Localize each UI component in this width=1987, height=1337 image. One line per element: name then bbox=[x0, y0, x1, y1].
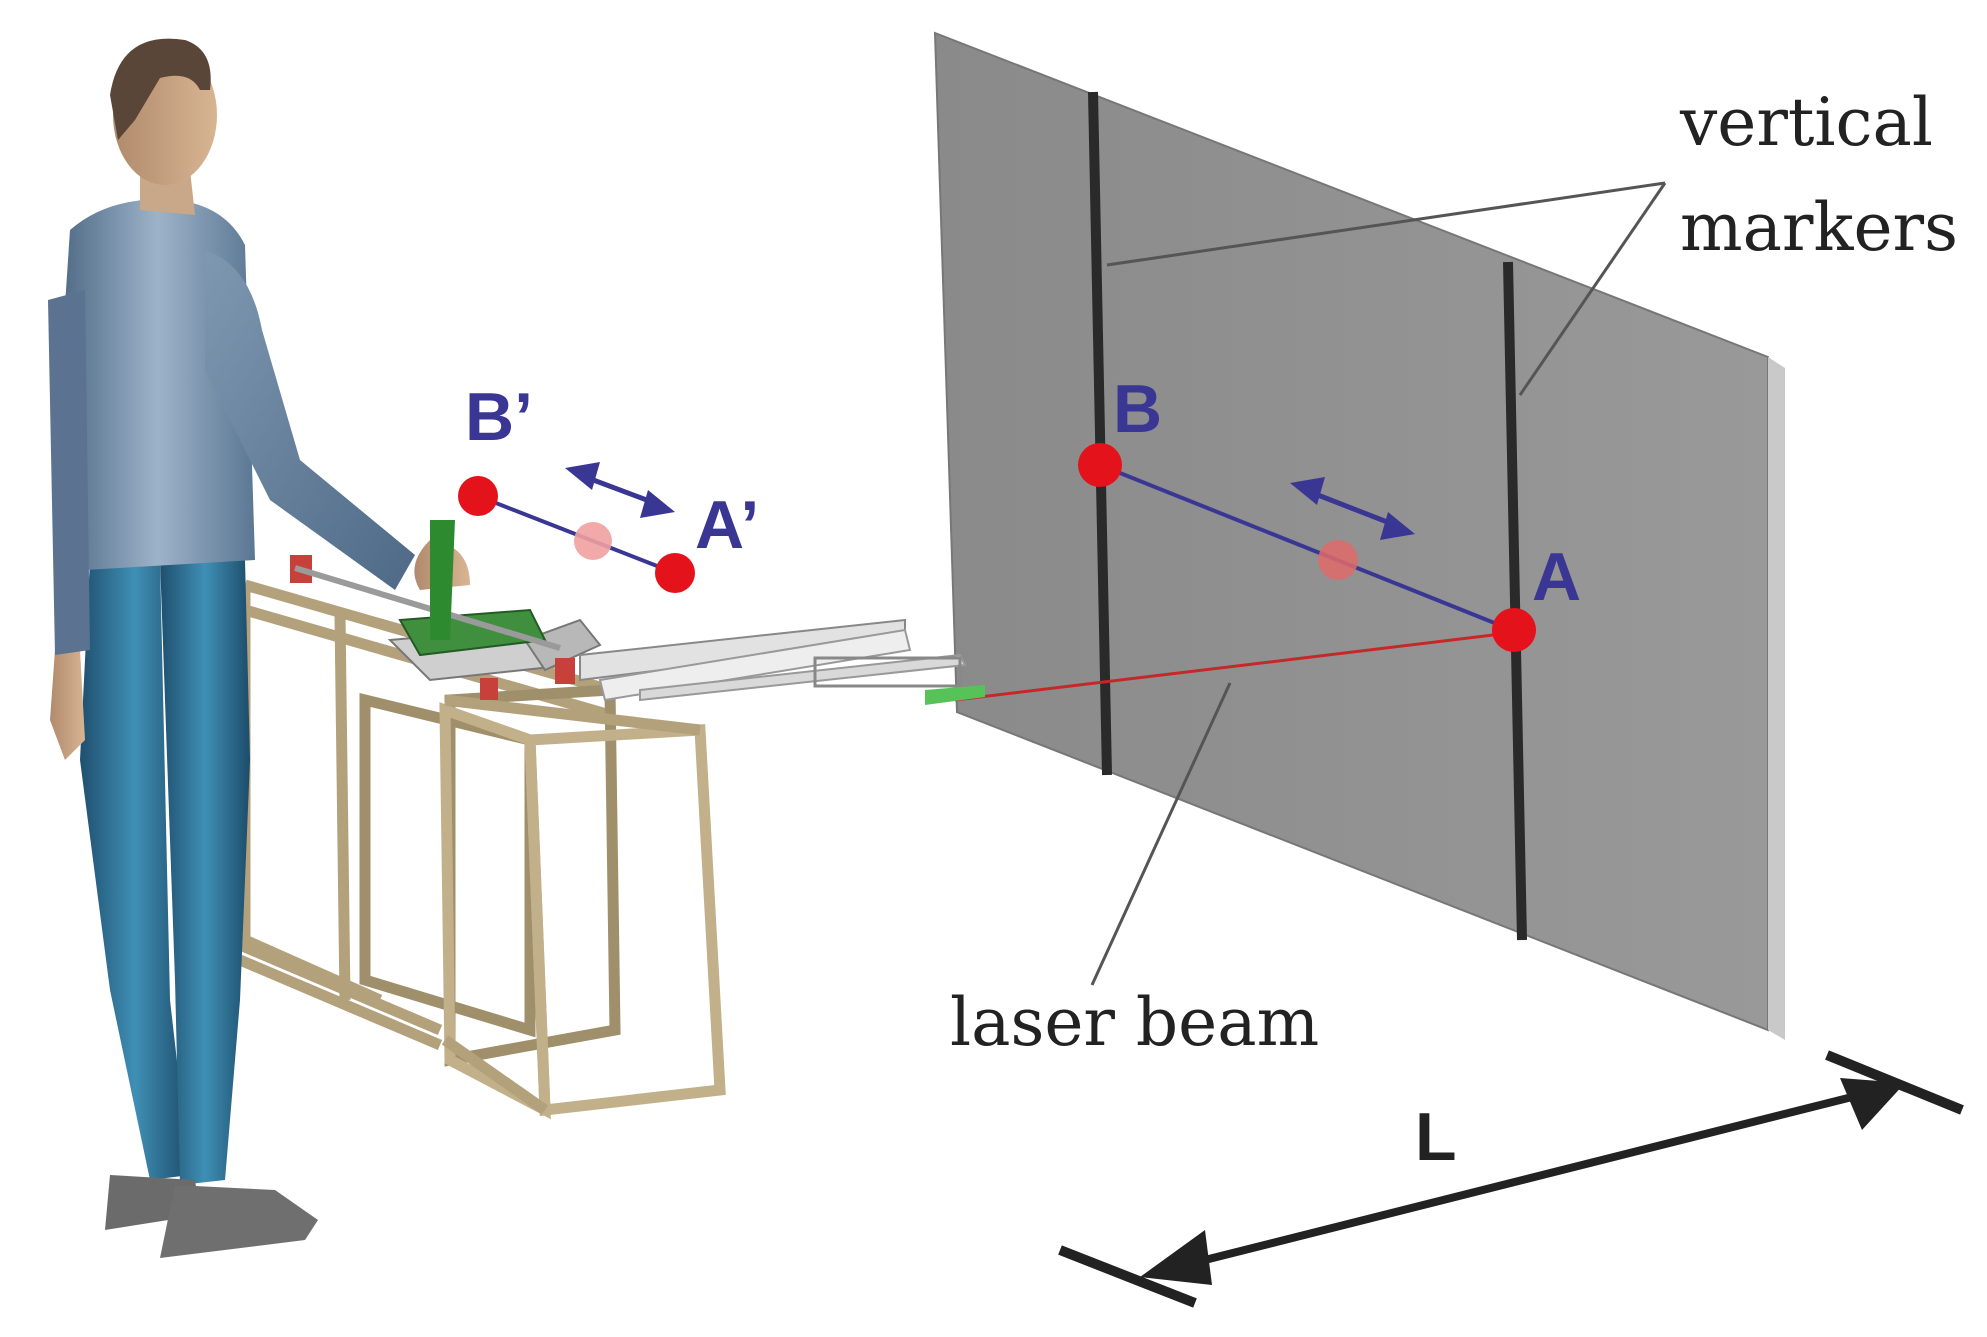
double-arrow-far bbox=[1290, 477, 1415, 540]
motion-path-far bbox=[1078, 443, 1536, 652]
laser-beam-line bbox=[954, 630, 1519, 702]
point-a-marker bbox=[1492, 608, 1536, 652]
label-b-prime: B’ bbox=[465, 379, 533, 455]
label-b: B bbox=[1113, 371, 1162, 447]
label-laser-beam: laser beam bbox=[950, 984, 1319, 1061]
point-b-marker bbox=[1078, 443, 1122, 487]
label-markers: markers bbox=[1680, 189, 1958, 266]
vertical-marker-left bbox=[1088, 91, 1112, 776]
label-vertical: vertical bbox=[1679, 84, 1933, 161]
label-distance-l: L bbox=[1415, 1099, 1457, 1175]
person-figure bbox=[48, 38, 470, 1258]
leader-lines bbox=[1090, 181, 1667, 986]
point-a-prime-marker bbox=[655, 553, 695, 593]
double-arrow-near bbox=[565, 462, 675, 518]
projection-board bbox=[933, 31, 1785, 1040]
linear-rail bbox=[290, 555, 985, 705]
label-a-prime: A’ bbox=[695, 487, 759, 563]
motion-path-near bbox=[458, 462, 695, 593]
distance-arrow bbox=[1058, 1050, 1964, 1308]
point-b-prime-marker bbox=[458, 476, 498, 516]
vertical-marker-right bbox=[1503, 261, 1527, 941]
label-a: A bbox=[1532, 539, 1581, 615]
point-midpoint-far-marker bbox=[1318, 540, 1358, 580]
point-midpoint-near-marker bbox=[574, 522, 612, 560]
